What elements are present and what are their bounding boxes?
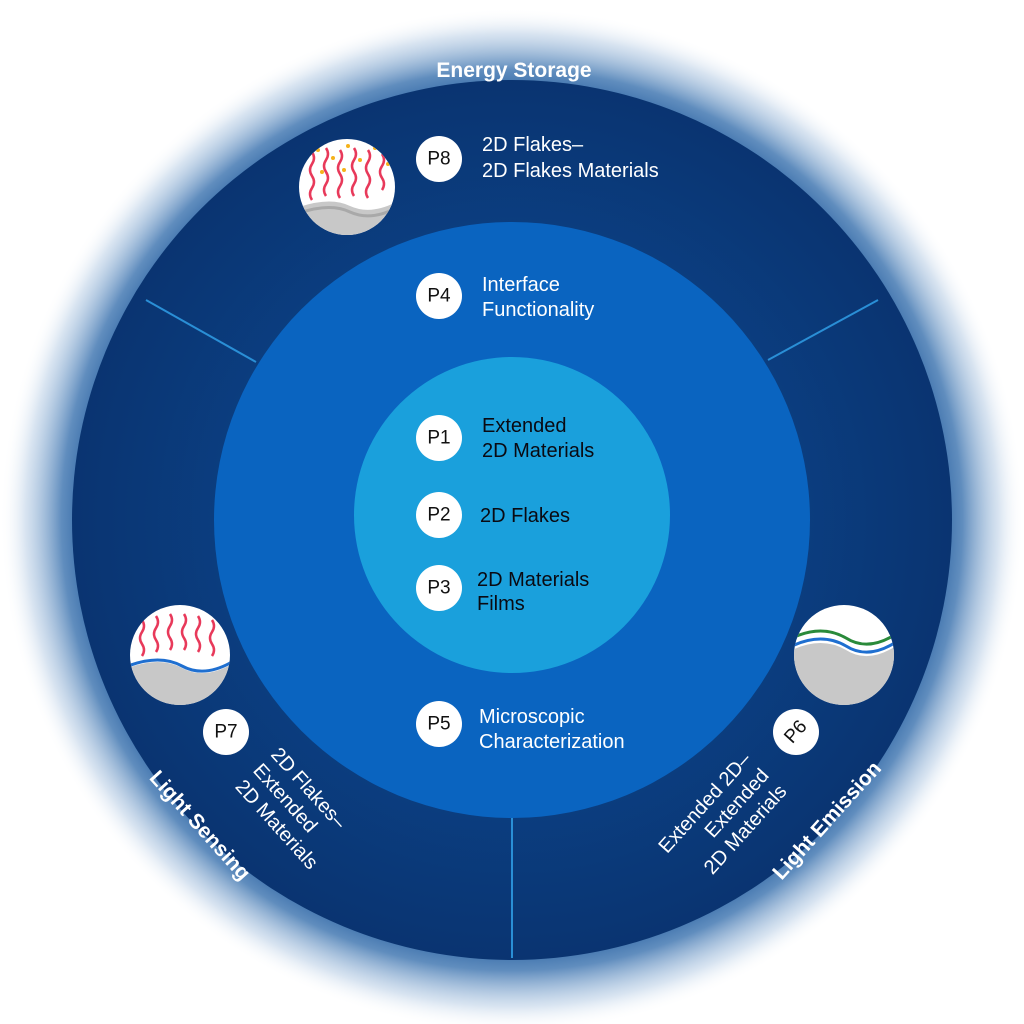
badge-p2: P2 (427, 505, 450, 526)
badge-p5: P5 (427, 714, 450, 735)
label-p5-line1: Microscopic (479, 706, 585, 728)
label-p4-line1: Interface (482, 274, 560, 296)
label-p5-line2: Characterization (479, 731, 625, 753)
badge-p7: P7 (214, 722, 237, 743)
project-p5: P5 Microscopic Characterization (416, 701, 625, 753)
label-p8-line2: 2D Flakes Materials (482, 160, 659, 182)
divider-right (767, 299, 879, 361)
badge-p8: P8 (427, 149, 450, 170)
label-p3-line2: Films (477, 593, 525, 615)
stacked-films-icon (794, 605, 894, 705)
project-p1: P1 Extended 2D Materials (416, 415, 594, 462)
sector-energy-storage: Energy Storage (436, 59, 591, 82)
project-p3: P3 2D Materials Films (416, 565, 589, 615)
label-p1-line1: Extended (482, 415, 567, 437)
badge-p4: P4 (427, 286, 451, 307)
label-p1-line2: 2D Materials (482, 440, 594, 462)
label-p8-line1: 2D Flakes– (482, 134, 584, 156)
label-p4-line2: Functionality (482, 299, 594, 321)
label-p3-line1: 2D Materials (477, 569, 589, 591)
label-p2-line1: 2D Flakes (480, 505, 570, 527)
project-p8: P8 2D Flakes– 2D Flakes Materials (416, 134, 659, 182)
project-p4: P4 Interface Functionality (416, 273, 594, 321)
badge-p1: P1 (427, 428, 450, 449)
badge-p3: P3 (427, 578, 450, 599)
project-p2: P2 2D Flakes (416, 492, 570, 538)
divider-left (145, 299, 257, 363)
